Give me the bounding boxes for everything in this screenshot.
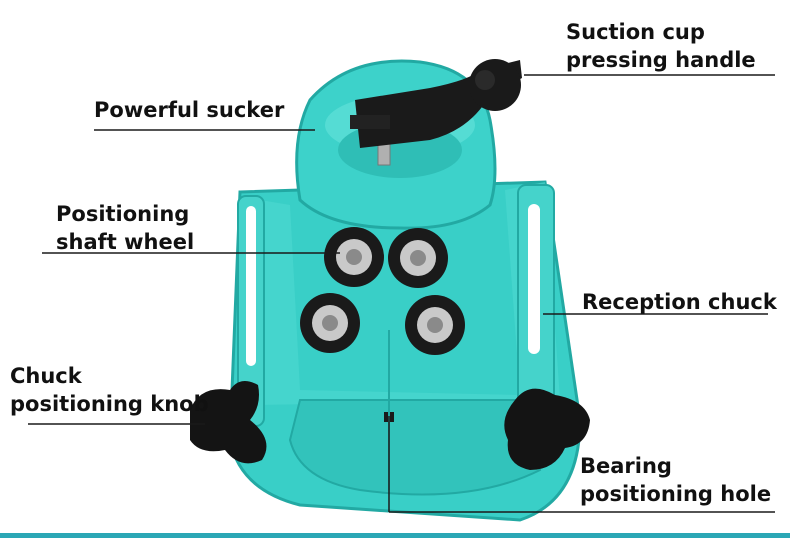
label-hole: Bearing positioning hole	[580, 452, 771, 508]
label-handle-line1: Suction cup	[566, 20, 705, 44]
wheel-1	[324, 227, 384, 287]
bearing-wheel-icon	[300, 227, 465, 355]
label-knob-line1: Chuck	[10, 364, 82, 388]
wheel-4	[405, 295, 465, 355]
label-wheel-line1: Positioning	[56, 202, 190, 226]
knob-icon	[190, 381, 267, 464]
label-chuck: Reception chuck	[582, 290, 777, 314]
guide-plate	[228, 180, 582, 522]
leader-lines	[28, 74, 775, 513]
accent-bar	[0, 533, 790, 538]
label-knob-line2: positioning knob	[10, 392, 209, 416]
label-hole-line2: positioning hole	[580, 482, 772, 506]
label-hole-line1: Bearing	[580, 454, 672, 478]
label-handle-line2: pressing handle	[566, 48, 756, 72]
label-sucker: Powerful sucker	[94, 98, 285, 122]
handle-icon	[350, 59, 522, 148]
knob-icon-right	[504, 388, 590, 470]
label-knob: Chuck positioning knob	[10, 362, 209, 418]
label-wheel-line2: shaft wheel	[56, 230, 195, 254]
label-wheel: Positioning shaft wheel	[56, 200, 194, 256]
wheel-3	[300, 293, 360, 353]
label-handle: Suction cup pressing handle	[566, 18, 756, 74]
wheel-2	[388, 228, 448, 288]
